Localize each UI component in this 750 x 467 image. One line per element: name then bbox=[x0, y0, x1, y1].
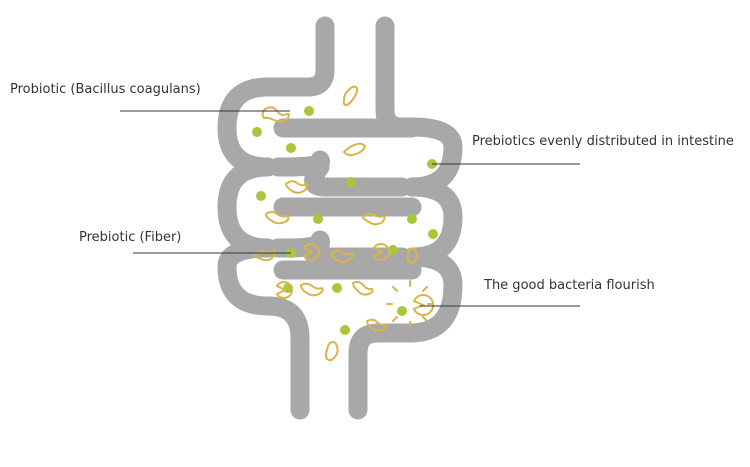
green-dot-icon bbox=[407, 214, 417, 224]
green-dot-icon bbox=[252, 127, 262, 137]
bean-shaped-bacteria-icon bbox=[299, 282, 324, 297]
label-good-bacteria: The good bacteria flourish bbox=[484, 278, 655, 293]
pacman-bacteria-icon bbox=[302, 243, 320, 261]
intestine-inner-wall bbox=[348, 16, 463, 420]
bean-shaped-bacteria-icon bbox=[342, 142, 367, 157]
intestine-outer-wall bbox=[217, 16, 335, 420]
bean-shaped-bacteria-icon bbox=[284, 180, 309, 194]
intestine-tube bbox=[217, 16, 463, 420]
green-dot-icon bbox=[256, 191, 266, 201]
green-dot-icon bbox=[304, 106, 314, 116]
bean-shaped-bacteria-icon bbox=[342, 85, 359, 107]
green-dot-icon bbox=[332, 283, 342, 293]
bean-shaped-bacteria-icon bbox=[261, 106, 290, 123]
green-dot-icon bbox=[340, 325, 350, 335]
bean-shaped-bacteria-icon bbox=[351, 280, 374, 296]
bean-shaped-bacteria-icon bbox=[406, 247, 418, 264]
bean-shaped-bacteria-icon bbox=[264, 211, 290, 225]
pacman-bacteria-icon bbox=[372, 243, 390, 261]
pacman-bacteria-group bbox=[275, 243, 390, 299]
label-prebiotic-fiber: Prebiotic (Fiber) bbox=[79, 230, 182, 245]
green-dot-icon bbox=[313, 214, 323, 224]
bean-shaped-bacteria-icon bbox=[361, 212, 386, 226]
bean-shaped-bacteria-icon bbox=[325, 341, 339, 362]
green-dot-icon bbox=[388, 245, 398, 255]
green-dot-icon bbox=[346, 177, 356, 187]
intestine-fold-4 bbox=[268, 230, 412, 267]
label-prebiotics-distributed: Prebiotics evenly distributed in intesti… bbox=[472, 134, 734, 149]
bean-shaped-bacteria-icon bbox=[329, 249, 354, 263]
label-probiotic: Probiotic (Bacillus coagulans) bbox=[10, 82, 201, 97]
intestine-fold-2 bbox=[268, 150, 412, 197]
green-dot-icon bbox=[286, 143, 296, 153]
probiotic-bacteria bbox=[252, 85, 418, 362]
bean-shaped-bacteria-icon bbox=[252, 249, 276, 262]
leader-lines bbox=[120, 110, 580, 307]
sunburst-bacteria-icon bbox=[386, 280, 435, 328]
green-dot-icon bbox=[397, 306, 407, 316]
bean-shaped-bacteria-icon bbox=[365, 318, 388, 332]
prebiotic-dots bbox=[252, 106, 438, 335]
pacman-bacteria-icon bbox=[275, 281, 293, 299]
green-dot-icon bbox=[428, 229, 438, 239]
